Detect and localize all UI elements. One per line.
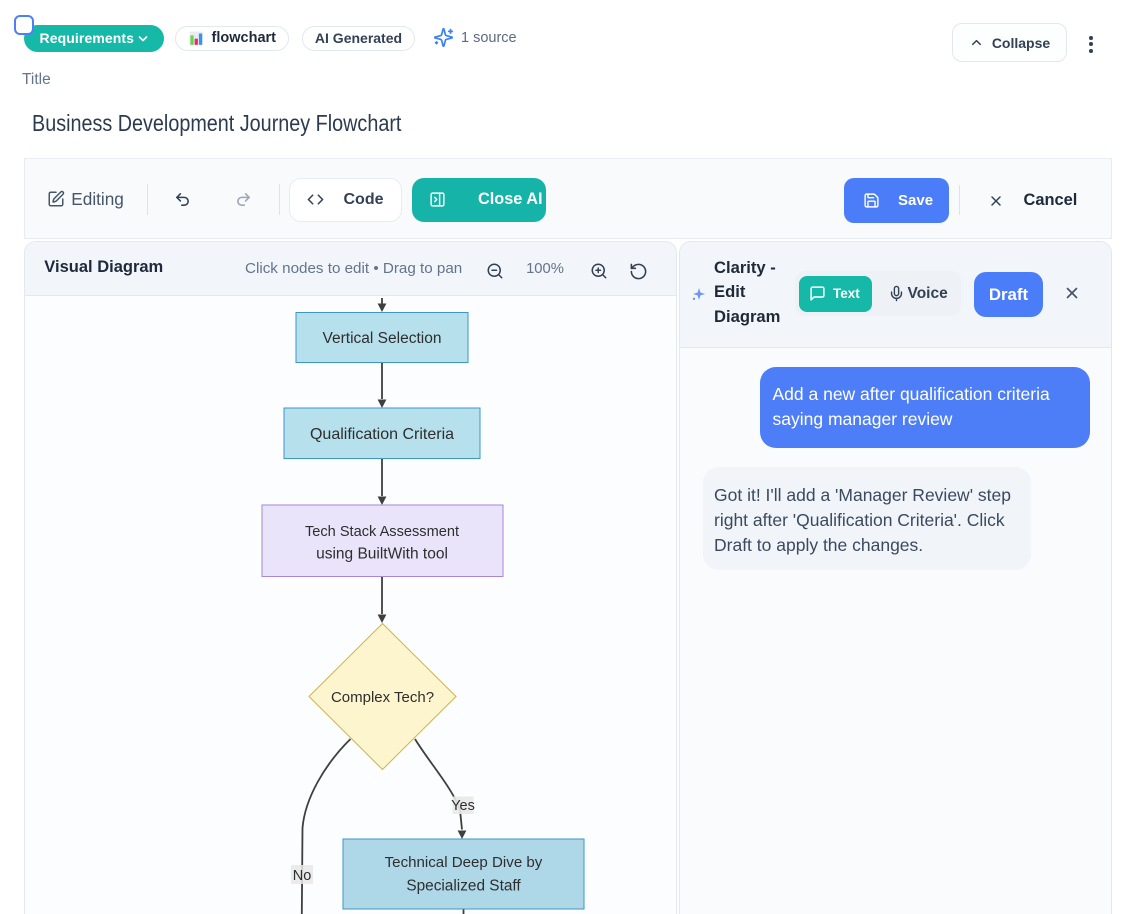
svg-text:Specialized Staff: Specialized Staff: [406, 877, 521, 894]
svg-text:Complex Tech?: Complex Tech?: [331, 689, 434, 706]
svg-text:Tech Stack Assessment: Tech Stack Assessment: [305, 524, 459, 540]
svg-text:Vertical Selection: Vertical Selection: [323, 330, 442, 347]
svg-text:Technical Deep Dive by: Technical Deep Dive by: [385, 854, 543, 871]
svg-text:using BuiltWith tool: using BuiltWith tool: [316, 545, 448, 562]
svg-text:Yes: Yes: [451, 798, 475, 814]
svg-text:Qualification Criteria: Qualification Criteria: [310, 426, 454, 443]
svg-text:No: No: [293, 868, 312, 884]
